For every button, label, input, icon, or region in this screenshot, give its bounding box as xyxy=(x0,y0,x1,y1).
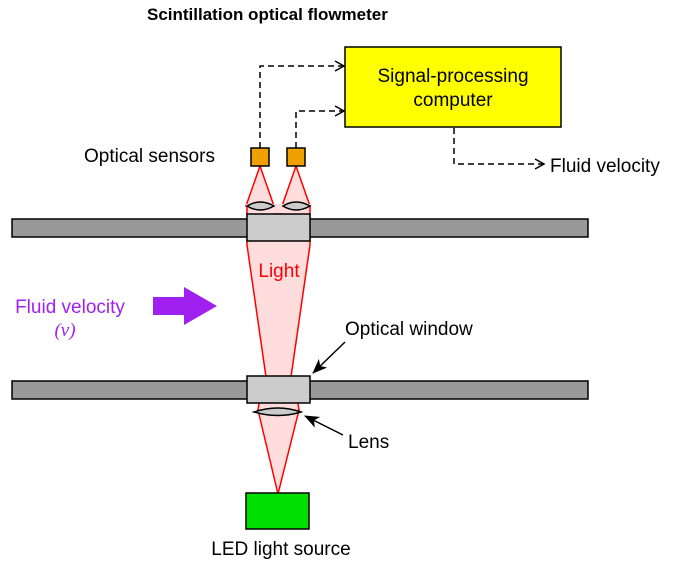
light-edge-bottom-left xyxy=(257,402,260,412)
upper-lens-1 xyxy=(245,201,276,211)
signal-line-sensor-1 xyxy=(259,60,346,148)
velocity-symbol: (v) xyxy=(54,320,75,341)
lower-lens xyxy=(251,407,304,417)
light-cone-sensor-1 xyxy=(244,163,276,207)
optical-sensor-1 xyxy=(250,147,270,167)
signal-processing-computer: Signal-processing computer xyxy=(344,46,562,128)
optical-sensors-label: Optical sensors xyxy=(84,146,215,167)
upper-lens-2 xyxy=(281,201,312,211)
optical-sensor-2 xyxy=(286,147,306,167)
diagram-title: Scintillation optical flowmeter xyxy=(147,5,388,24)
computer-label-line1: Signal-processing xyxy=(377,66,528,87)
lower-optical-window xyxy=(246,375,311,404)
light-cone-sensor-2 xyxy=(280,163,312,207)
fluid-velocity-label: Fluid velocity xyxy=(15,297,125,318)
signal-line-sensor-2 xyxy=(295,105,346,148)
light-edge-bottom-right xyxy=(297,402,300,412)
lens-label: Lens xyxy=(348,432,389,453)
flow-direction-arrow xyxy=(153,287,217,325)
lens-pointer xyxy=(304,415,344,436)
optical-window-label: Optical window xyxy=(345,319,473,340)
led-light-source xyxy=(245,492,310,530)
light-beam-fill xyxy=(247,212,310,377)
upper-optical-window xyxy=(246,213,311,242)
computer-box xyxy=(344,46,562,128)
fluid-velocity-output-label: Fluid velocity xyxy=(550,156,660,177)
light-cone-led xyxy=(257,409,300,495)
light-label: Light xyxy=(258,261,300,282)
computer-label-line2: computer xyxy=(413,90,493,111)
output-signal-line xyxy=(453,128,546,170)
optical-window-pointer xyxy=(312,341,346,374)
led-light-source-label: LED light source xyxy=(211,539,350,560)
